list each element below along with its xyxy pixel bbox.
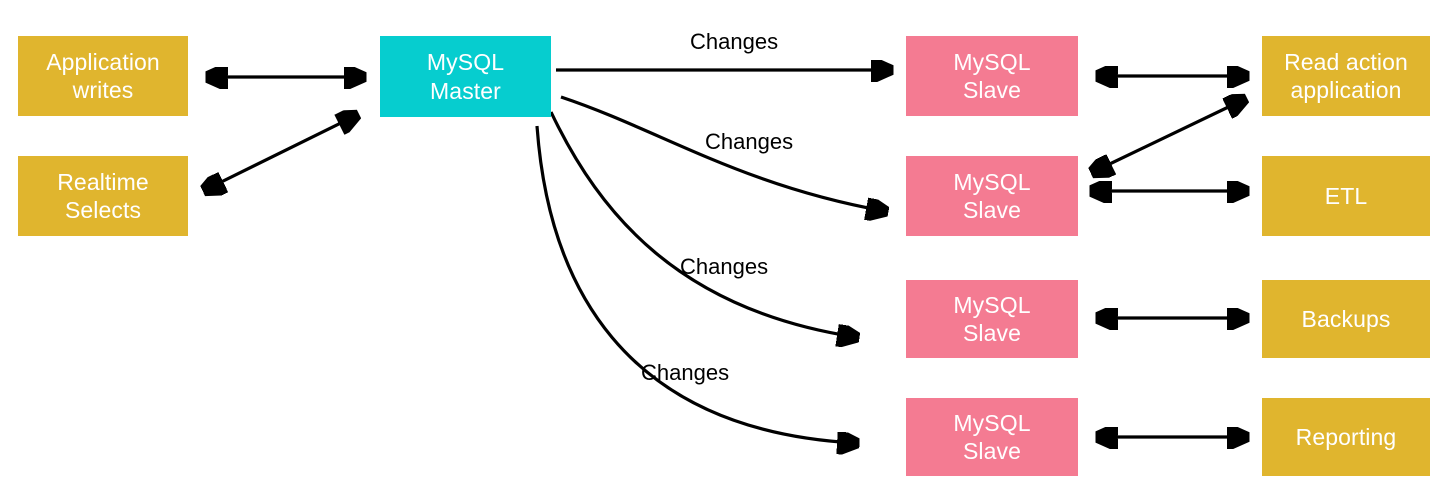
node-mysql-slave-4-label: MySQL Slave <box>953 409 1031 464</box>
node-mysql-master[interactable]: MySQL Master <box>380 36 551 117</box>
node-mysql-slave-3-label: MySQL Slave <box>953 291 1031 346</box>
node-realtime-selects[interactable]: Realtime Selects <box>18 156 188 236</box>
connector-realtime-selects-to-master <box>205 116 355 190</box>
edge-label-changes-2: Changes <box>705 129 794 154</box>
node-mysql-slave-1[interactable]: MySQL Slave <box>906 36 1078 116</box>
edge-label-changes-4: Changes <box>641 360 730 385</box>
node-etl-label: ETL <box>1324 182 1368 209</box>
connector-slave-2-to-read-action <box>1093 100 1243 172</box>
node-mysql-slave-4[interactable]: MySQL Slave <box>906 398 1078 476</box>
node-realtime-selects-label: Realtime Selects <box>57 168 149 223</box>
node-application-writes[interactable]: Application writes <box>18 36 188 116</box>
node-mysql-slave-3[interactable]: MySQL Slave <box>906 280 1078 358</box>
node-mysql-slave-2-label: MySQL Slave <box>953 168 1031 223</box>
connector-master-to-slave-2 <box>560 95 884 211</box>
edge-label-changes-1: Changes <box>690 29 779 54</box>
node-mysql-master-label: MySQL Master <box>426 49 505 104</box>
connector-master-to-slave-3 <box>549 111 855 337</box>
node-mysql-slave-1-label: MySQL Slave <box>953 48 1031 103</box>
edge-label-changes-3: Changes <box>680 254 769 279</box>
node-application-writes-label: Application writes <box>46 48 160 103</box>
node-mysql-slave-2[interactable]: MySQL Slave <box>906 156 1078 236</box>
node-reporting-label: Reporting <box>1295 423 1397 450</box>
node-read-action-application-label: Read action application <box>1284 48 1408 103</box>
node-reporting[interactable]: Reporting <box>1262 398 1430 476</box>
node-etl[interactable]: ETL <box>1262 156 1430 236</box>
node-backups[interactable]: Backups <box>1262 280 1430 358</box>
connector-master-to-slave-4 <box>535 125 855 443</box>
node-backups-label: Backups <box>1301 305 1391 332</box>
node-read-action-application[interactable]: Read action application <box>1262 36 1430 116</box>
